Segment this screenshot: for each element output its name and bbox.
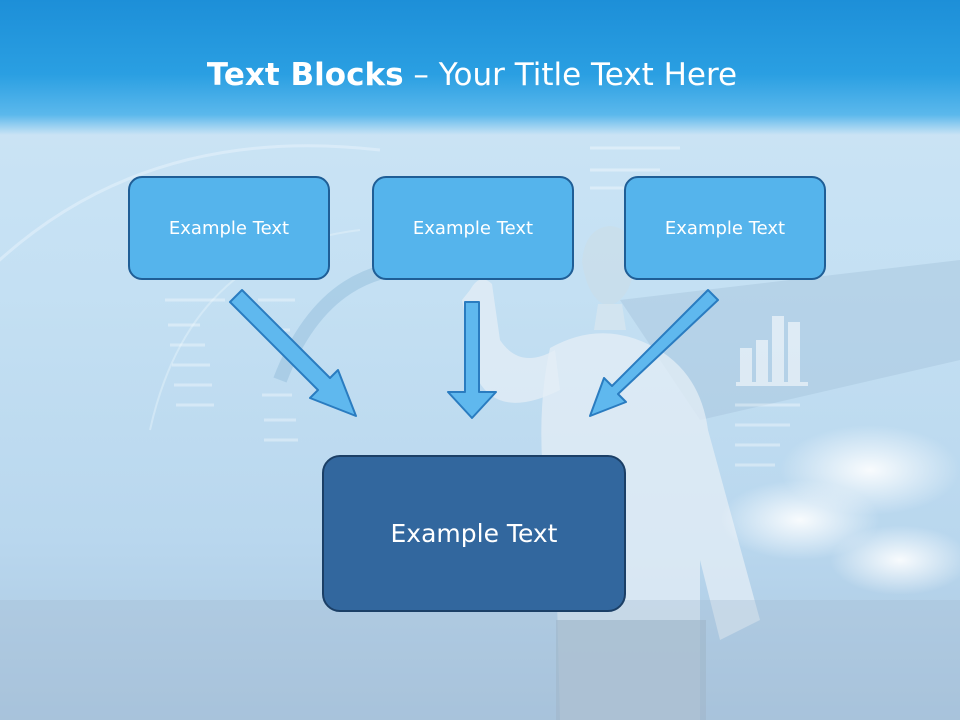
arrow-right-diagonal bbox=[589, 289, 719, 417]
slide-title-bold: Text Blocks bbox=[206, 57, 404, 93]
text-block-top-right-label: Example Text bbox=[664, 217, 786, 239]
text-block-bottom[interactable]: Example Text bbox=[322, 455, 626, 612]
slide-title: Text Blocks – Your Title Text Here bbox=[0, 52, 944, 98]
text-block-top-left-label: Example Text bbox=[168, 217, 290, 239]
screen-arc-left bbox=[0, 144, 381, 262]
text-block-top-left[interactable]: Example Text bbox=[128, 176, 330, 280]
slide-title-dash: – bbox=[403, 57, 439, 93]
arrow-middle-down bbox=[447, 301, 497, 419]
arrow-left-diagonal bbox=[229, 289, 357, 417]
text-block-bottom-label: Example Text bbox=[390, 519, 558, 548]
slide-title-rest: Your Title Text Here bbox=[438, 57, 738, 93]
person-silhouette bbox=[462, 226, 760, 720]
text-block-top-right[interactable]: Example Text bbox=[624, 176, 826, 280]
hologram-text-lines bbox=[165, 146, 800, 467]
hologram-bar-chart bbox=[736, 316, 808, 386]
text-block-top-middle[interactable]: Example Text bbox=[372, 176, 574, 280]
header-band bbox=[0, 0, 960, 135]
text-block-top-middle-label: Example Text bbox=[412, 217, 534, 239]
